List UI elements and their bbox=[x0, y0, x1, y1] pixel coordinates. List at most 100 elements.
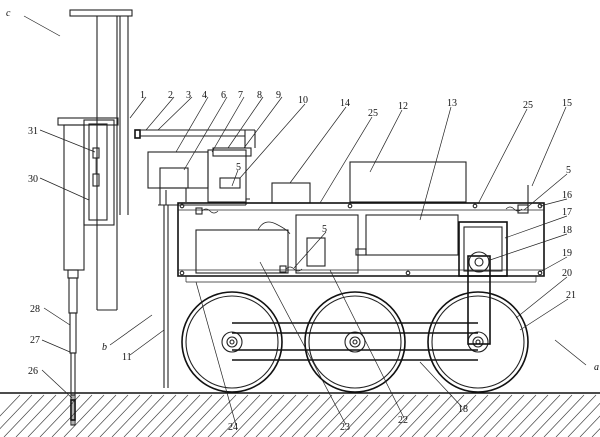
hatch-line bbox=[0, 394, 33, 430]
wheel-1 bbox=[181, 291, 283, 393]
wheel-center bbox=[352, 339, 358, 345]
leader-line bbox=[211, 96, 245, 153]
hatch-line bbox=[411, 394, 453, 437]
hatch-line bbox=[135, 394, 177, 437]
hatch-line bbox=[75, 394, 117, 437]
label-10: 10 bbox=[298, 95, 308, 106]
leader-line bbox=[319, 116, 373, 204]
label-20: 20 bbox=[562, 268, 572, 279]
hatch-line bbox=[519, 394, 561, 437]
leader-line bbox=[41, 369, 73, 399]
leader-line bbox=[23, 15, 61, 37]
leader-line bbox=[129, 329, 165, 356]
hatch-line bbox=[435, 394, 477, 437]
ground bbox=[0, 392, 600, 437]
wheel-inner-rim bbox=[431, 295, 525, 389]
label-a: a bbox=[594, 362, 599, 373]
label-11: 11 bbox=[122, 352, 132, 363]
hatch-line bbox=[111, 394, 153, 437]
hatch-line bbox=[315, 394, 357, 437]
leader-line bbox=[231, 169, 239, 187]
label-7: 7 bbox=[238, 90, 243, 101]
reference-labels: 1 2 3 4 6 7 8 9 10 14 25 12 13 25 15 5 5… bbox=[6, 8, 599, 433]
hatch-line bbox=[303, 394, 345, 437]
hatch-line bbox=[339, 394, 381, 437]
hatch-line bbox=[387, 394, 429, 437]
hatch-line bbox=[147, 394, 189, 437]
label-13: 13 bbox=[447, 98, 457, 109]
leader-line bbox=[145, 96, 175, 131]
wheel-hub bbox=[467, 331, 489, 353]
leader-line bbox=[175, 96, 209, 153]
leader-line bbox=[129, 96, 147, 119]
hatch-line bbox=[231, 394, 273, 437]
leader-lines bbox=[23, 15, 587, 426]
boom-arm bbox=[134, 129, 256, 388]
label-5-top: 5 bbox=[236, 162, 241, 173]
leader-line bbox=[109, 314, 153, 346]
bolt bbox=[347, 203, 353, 209]
body-bolts bbox=[179, 203, 543, 276]
wheel-hub bbox=[344, 331, 366, 353]
wheel-center bbox=[229, 339, 235, 345]
label-9: 9 bbox=[276, 90, 281, 101]
leader-line bbox=[523, 173, 568, 211]
label-b: b bbox=[102, 342, 107, 353]
hatch-line bbox=[171, 394, 213, 437]
hatch-line bbox=[243, 394, 285, 437]
leader-line bbox=[489, 233, 568, 261]
hatch-line bbox=[207, 394, 249, 437]
bolt bbox=[472, 203, 478, 209]
hatch-line bbox=[579, 415, 600, 437]
wheel-rim bbox=[427, 291, 529, 393]
leader-line bbox=[183, 96, 228, 171]
label-14: 14 bbox=[340, 98, 350, 109]
label-c: c bbox=[6, 8, 11, 19]
leader-line bbox=[43, 307, 71, 326]
label-17: 17 bbox=[562, 207, 572, 218]
label-24: 24 bbox=[228, 422, 238, 433]
wheel-2 bbox=[304, 291, 406, 393]
hatch-line bbox=[423, 394, 465, 437]
label-18-right: 18 bbox=[562, 225, 572, 236]
bolt bbox=[405, 270, 411, 276]
leader-line bbox=[419, 106, 452, 221]
leader-line bbox=[539, 198, 568, 207]
label-28: 28 bbox=[30, 304, 40, 315]
hatch-line bbox=[531, 394, 573, 437]
ground-hatching bbox=[0, 394, 600, 437]
probe-assembly bbox=[57, 117, 119, 426]
wheel-rim bbox=[304, 291, 406, 393]
leader-line bbox=[39, 129, 96, 153]
bolt bbox=[537, 203, 543, 209]
wheel-inner-rim bbox=[185, 295, 279, 389]
leader-line bbox=[243, 96, 283, 149]
wheel-axle bbox=[472, 336, 484, 348]
label-31: 31 bbox=[28, 126, 38, 137]
label-27: 27 bbox=[30, 335, 40, 346]
label-16: 16 bbox=[562, 190, 572, 201]
hatch-line bbox=[27, 394, 69, 437]
leader-line bbox=[539, 256, 568, 273]
hatch-line bbox=[471, 394, 513, 437]
leader-line bbox=[531, 106, 567, 187]
wheel-axle bbox=[226, 336, 238, 348]
label-6: 6 bbox=[221, 90, 226, 101]
leader-line bbox=[227, 96, 264, 149]
leader-line bbox=[369, 109, 403, 173]
label-2: 2 bbox=[168, 90, 173, 101]
leader-line bbox=[554, 339, 587, 366]
label-26: 26 bbox=[28, 366, 38, 377]
label-18-bottom: 18 bbox=[458, 404, 468, 415]
sensor-right bbox=[505, 185, 529, 214]
hatch-line bbox=[543, 394, 585, 437]
hatch-line bbox=[39, 394, 81, 437]
leader-line bbox=[477, 108, 528, 205]
hatch-line bbox=[87, 394, 129, 437]
hatch-line bbox=[219, 394, 261, 437]
sensor-left bbox=[195, 207, 219, 215]
wheel-rim bbox=[181, 291, 283, 393]
hatch-line bbox=[507, 394, 549, 437]
hatch-line bbox=[567, 402, 600, 437]
bolt bbox=[179, 270, 185, 276]
